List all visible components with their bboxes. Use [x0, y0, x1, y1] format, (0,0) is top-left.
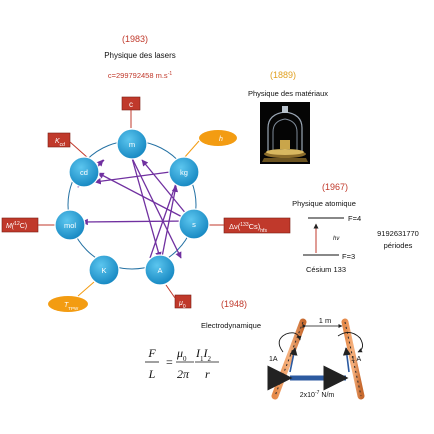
ampere-force-formula: F L = μ0 2π I1I2 r	[145, 346, 219, 381]
svg-text:c: c	[129, 100, 133, 109]
unit-node-cd: cd	[68, 156, 100, 188]
current-left-label: 1A	[269, 356, 278, 363]
svg-text:Kcd: Kcd	[55, 138, 65, 148]
svg-text:s: s	[192, 220, 196, 229]
constant-mc12: M(12C)	[1, 217, 39, 233]
materials-title: Physique des matériaux	[248, 89, 328, 98]
svg-text:K: K	[101, 266, 106, 275]
constant-mu0: μ0	[174, 294, 192, 310]
svg-text:μ0: μ0	[176, 346, 187, 363]
svg-text:cd: cd	[80, 168, 88, 177]
svg-text:L: L	[148, 367, 156, 381]
lasers-value: c=299792458 m.s-1	[108, 71, 173, 80]
photon-label: hν	[333, 236, 339, 242]
wire-spacing-label: 1 m	[319, 316, 332, 325]
periods-label: périodes	[384, 241, 413, 250]
electro-title: Electrodynamique	[201, 321, 261, 330]
constant-ttpw: TTPW	[48, 296, 88, 312]
constant-dnu: Δν(133Cs)hfs	[223, 217, 291, 234]
svg-text:r: r	[205, 367, 210, 381]
unit-node-kg: kg	[168, 156, 200, 188]
unit-node-m: m	[116, 128, 148, 160]
unit-node-K: K	[88, 254, 120, 286]
unit-node-A: A	[144, 254, 176, 286]
svg-text:=: =	[166, 355, 173, 369]
unit-node-mol: mol	[54, 209, 86, 241]
parallel-wires	[267, 318, 365, 400]
svg-text:μ0: μ0	[178, 300, 186, 310]
level-f4: F=4	[348, 214, 361, 223]
level-f3: F=3	[342, 252, 355, 261]
materials-year: (1889)	[270, 70, 296, 80]
svg-text:I1I2: I1I2	[195, 346, 212, 363]
unit-dependency-arrows	[77, 157, 191, 259]
atomic-title: Physique atomique	[292, 199, 356, 208]
svg-text:mol: mol	[64, 221, 76, 230]
kilogram-prototype-image	[260, 102, 310, 164]
electro-year: (1948)	[221, 299, 247, 309]
svg-text:m: m	[129, 140, 135, 149]
svg-text:M(12C): M(12C)	[6, 221, 27, 230]
svg-text:TTPW: TTPW	[64, 302, 79, 311]
link-h	[183, 140, 200, 159]
link-mu0	[165, 284, 176, 299]
atomic-year: (1967)	[322, 182, 348, 192]
constant-c: c	[121, 96, 141, 111]
constant-h: h	[199, 130, 237, 146]
link-ttpw	[77, 281, 95, 297]
cesium-levels	[303, 217, 344, 256]
link-kcd	[69, 141, 89, 159]
svg-text:F: F	[147, 346, 156, 360]
cesium-label: Césium 133	[306, 265, 346, 274]
lasers-year: (1983)	[122, 34, 148, 44]
current-right-label: 1 A	[351, 356, 361, 363]
svg-text:A: A	[157, 266, 162, 275]
svg-text:h: h	[219, 136, 223, 143]
svg-text:kg: kg	[180, 168, 188, 177]
constant-kcd: Kcd	[47, 132, 71, 148]
lasers-title: Physique des lasers	[104, 51, 176, 60]
periods-value: 9192631770	[377, 229, 419, 238]
svg-text:Δν(133Cs)hfs: Δν(133Cs)hfs	[229, 222, 267, 234]
svg-text:2π: 2π	[177, 367, 190, 381]
unit-node-s: s	[178, 208, 210, 240]
